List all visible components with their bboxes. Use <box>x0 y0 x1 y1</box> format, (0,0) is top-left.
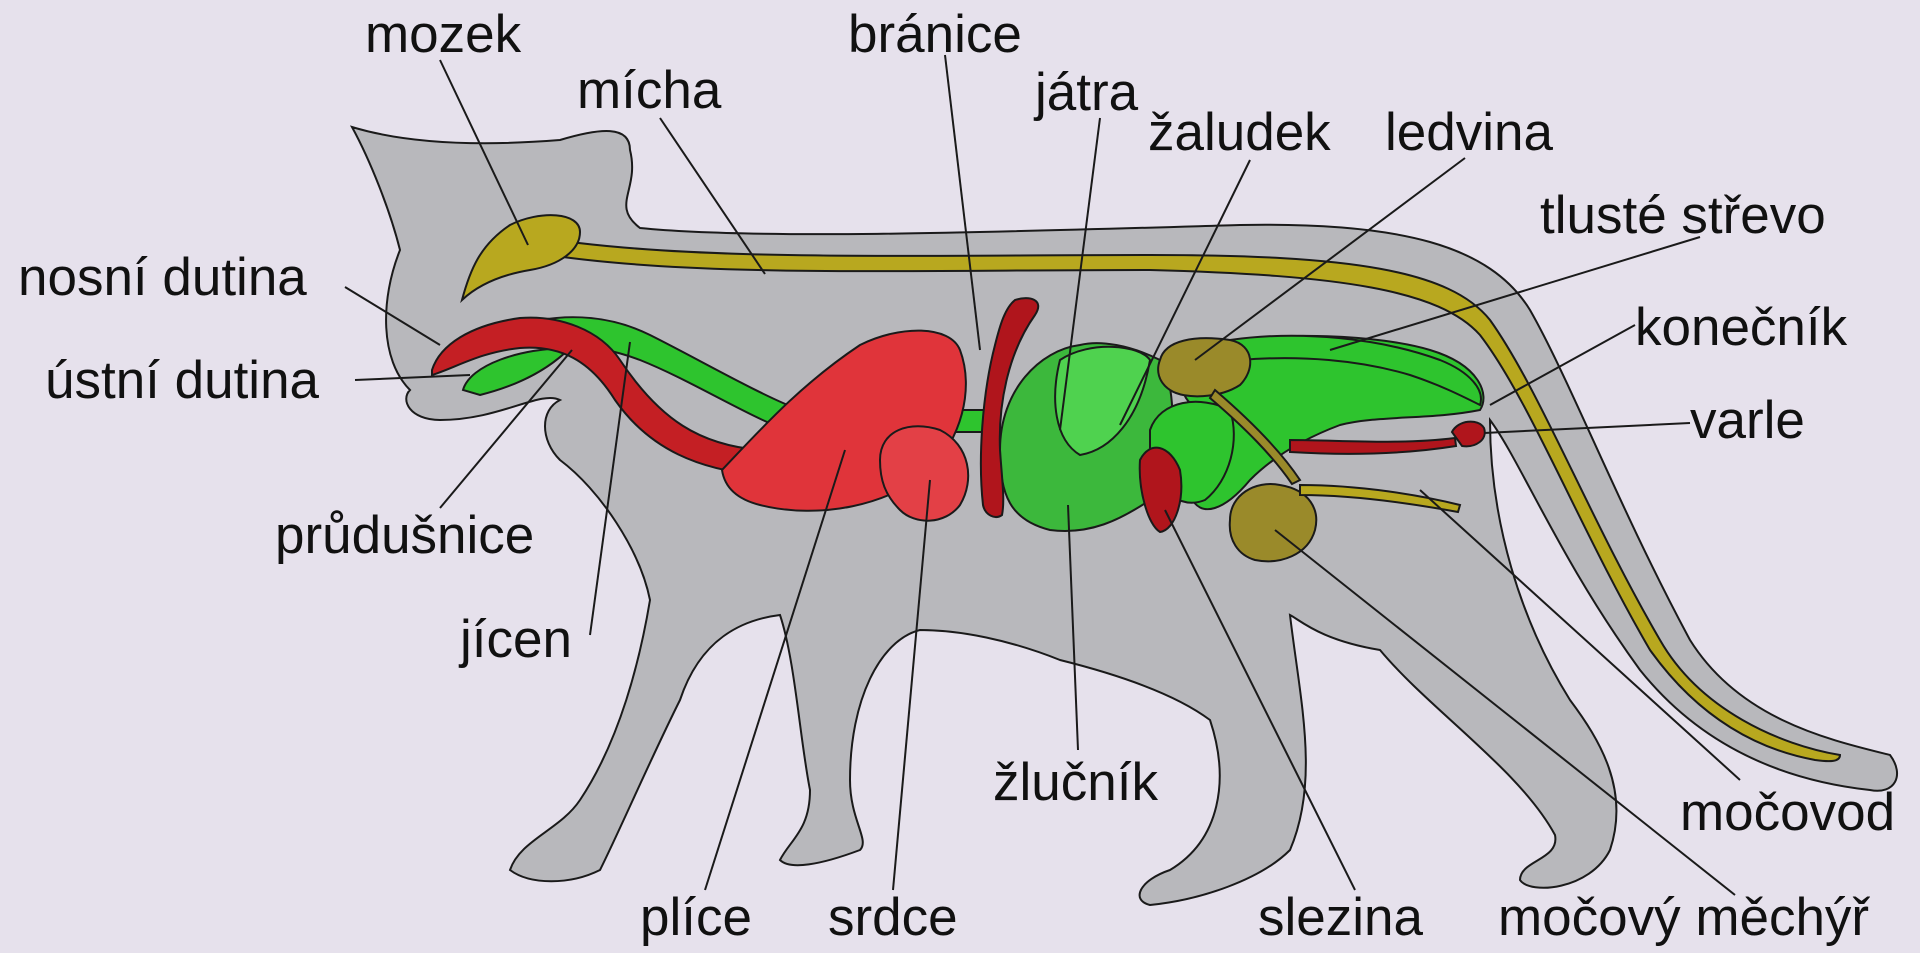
label-plice: plíce <box>640 888 752 947</box>
label-jicen: jícen <box>458 610 572 669</box>
label-tluste-strevo: tlusté střevo <box>1540 186 1826 245</box>
kidney <box>1158 338 1250 396</box>
label-nosni-dutina: nosní dutina <box>18 248 307 307</box>
label-zaludek: žaludek <box>1148 103 1331 162</box>
label-micha: mícha <box>577 61 722 120</box>
label-prudusnice: průdušnice <box>275 506 534 565</box>
label-slezina: slezina <box>1258 888 1424 947</box>
label-jatra: játra <box>1033 63 1139 122</box>
label-mozek: mozek <box>365 5 522 64</box>
label-ustni-dutina: ústní dutina <box>45 351 320 410</box>
label-konecnik: konečník <box>1635 298 1848 357</box>
label-branice: bránice <box>848 5 1022 64</box>
label-mocovy-mechyr: močový měchýř <box>1498 888 1870 947</box>
label-mocovod: močovod <box>1680 783 1895 842</box>
label-varle: varle <box>1690 391 1805 450</box>
label-zlucnik: žlučník <box>993 753 1158 812</box>
label-srdce: srdce <box>828 888 958 947</box>
label-ledvina: ledvina <box>1385 103 1553 162</box>
